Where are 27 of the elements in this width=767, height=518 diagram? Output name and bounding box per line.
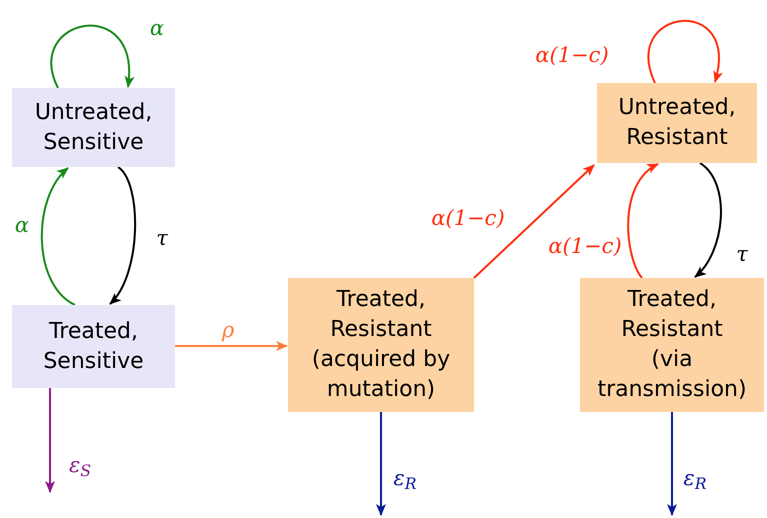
edge-label: α bbox=[150, 18, 164, 39]
state-box: Treated, Resistant (acquired by mutation) bbox=[288, 278, 474, 412]
state-box: Treated, Resistant (via transmission) bbox=[580, 278, 764, 412]
arrow bbox=[376, 412, 386, 516]
edge-label: ρ bbox=[222, 320, 234, 341]
arrow bbox=[175, 341, 288, 351]
arrow bbox=[473, 164, 595, 279]
arrow bbox=[627, 163, 659, 279]
arrow bbox=[40, 167, 76, 306]
edge-label: α bbox=[14, 215, 30, 236]
state-box: Untreated, Resistant bbox=[597, 83, 757, 163]
state-box: Treated, Sensitive bbox=[12, 305, 175, 388]
arrow bbox=[694, 162, 722, 278]
edge-label: α(1−c) bbox=[535, 45, 609, 66]
edge-label: ε$_{R}$ bbox=[683, 468, 707, 489]
arrow bbox=[109, 166, 136, 305]
arrow bbox=[648, 20, 722, 84]
edge-label: α(1−c) bbox=[548, 236, 622, 257]
arrow bbox=[45, 388, 55, 493]
edge-label: α(1−c) bbox=[431, 208, 505, 229]
edge-label: ε$_{R}$ bbox=[393, 468, 417, 489]
edge-label: ε$_{S}$ bbox=[68, 455, 92, 476]
edge-label: τ bbox=[156, 228, 168, 249]
state-box: Untreated, Sensitive bbox=[12, 88, 175, 167]
edge-label: τ bbox=[736, 244, 748, 265]
arrow bbox=[50, 25, 134, 88]
arrow bbox=[667, 412, 677, 516]
